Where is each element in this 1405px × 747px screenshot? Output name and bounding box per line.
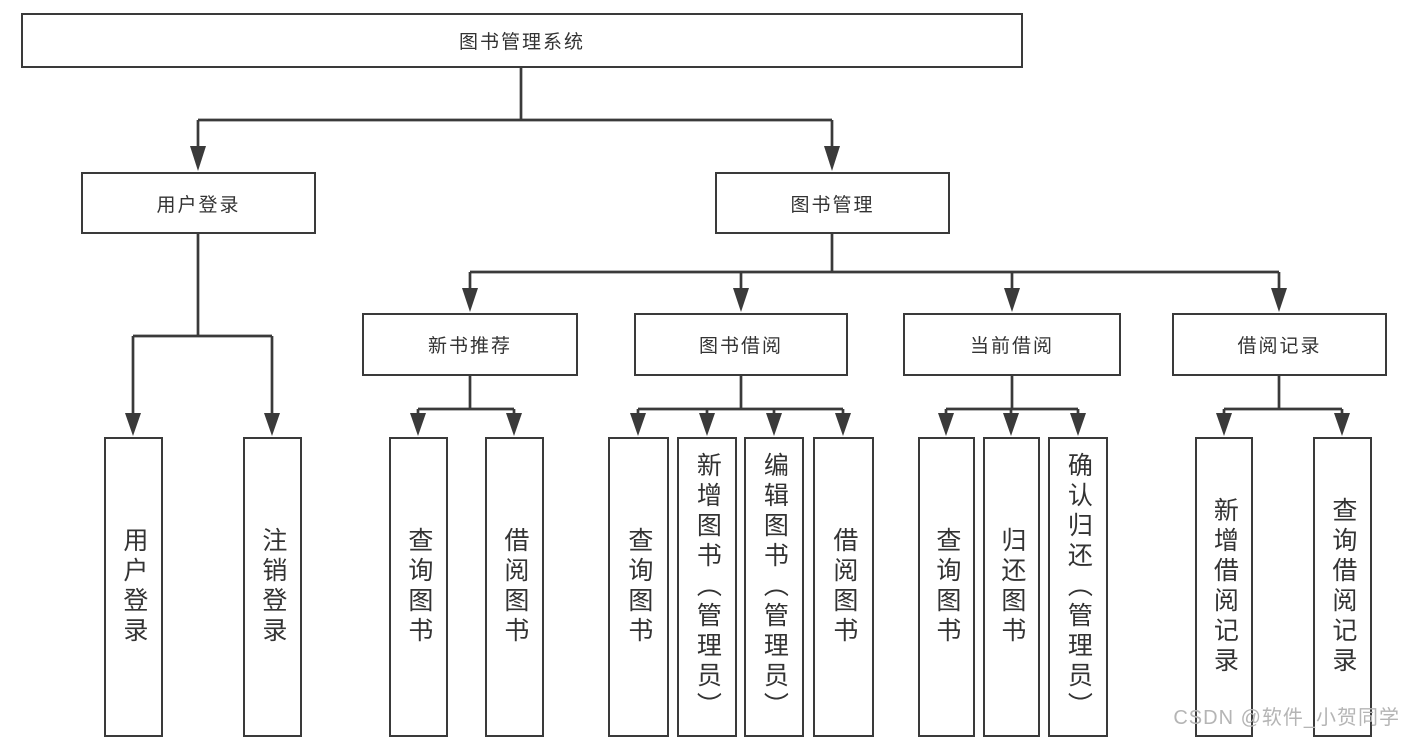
leaf-add-books-admin: 新增图书（管理员） <box>677 437 737 737</box>
leaf-add-borrow-record: 新增借阅记录 <box>1195 437 1253 737</box>
leaf-query-borrow-record: 查询借阅记录 <box>1313 437 1372 737</box>
leaf-query-books-borrowing: 查询图书 <box>608 437 669 737</box>
leaf-query-books-current-label: 查询图书 <box>932 527 961 647</box>
leaf-confirm-return-admin: 确认归还（管理员） <box>1048 437 1108 737</box>
leaf-user-login: 用户登录 <box>104 437 163 737</box>
leaf-borrow-books-recommend-label: 借阅图书 <box>500 527 529 647</box>
leaf-query-borrow-record-label: 查询借阅记录 <box>1328 497 1357 677</box>
node-borrow-records: 借阅记录 <box>1172 313 1387 376</box>
leaf-query-books-current: 查询图书 <box>918 437 975 737</box>
node-book-borrowing: 图书借阅 <box>634 313 848 376</box>
leaf-edit-books-admin: 编辑图书（管理员） <box>744 437 804 737</box>
leaf-return-books-label: 归还图书 <box>997 527 1026 647</box>
leaf-query-books-borrowing-label: 查询图书 <box>624 527 653 647</box>
leaf-user-login-label: 用户登录 <box>119 527 148 647</box>
csdn-watermark: CSDN @软件_小贺同学 <box>1173 707 1400 729</box>
leaf-borrow-books-recommend: 借阅图书 <box>485 437 544 737</box>
leaf-return-books: 归还图书 <box>983 437 1040 737</box>
node-book-management: 图书管理 <box>715 172 950 234</box>
node-new-book-recommend: 新书推荐 <box>362 313 578 376</box>
leaf-logout: 注销登录 <box>243 437 302 737</box>
leaf-query-books-recommend-label: 查询图书 <box>404 527 433 647</box>
leaf-logout-label: 注销登录 <box>258 527 287 647</box>
node-library-management-system: 图书管理系统 <box>21 13 1023 68</box>
leaf-edit-books-admin-label: 编辑图书（管理员） <box>760 452 789 722</box>
leaf-add-borrow-record-label: 新增借阅记录 <box>1210 497 1239 677</box>
leaf-borrow-books-borrowing-label: 借阅图书 <box>829 527 858 647</box>
leaf-query-books-recommend: 查询图书 <box>389 437 448 737</box>
leaf-add-books-admin-label: 新增图书（管理员） <box>693 452 722 722</box>
node-current-borrowing: 当前借阅 <box>903 313 1121 376</box>
leaf-confirm-return-admin-label: 确认归还（管理员） <box>1064 452 1093 722</box>
leaf-borrow-books-borrowing: 借阅图书 <box>813 437 874 737</box>
node-user-login-group: 用户登录 <box>81 172 316 234</box>
